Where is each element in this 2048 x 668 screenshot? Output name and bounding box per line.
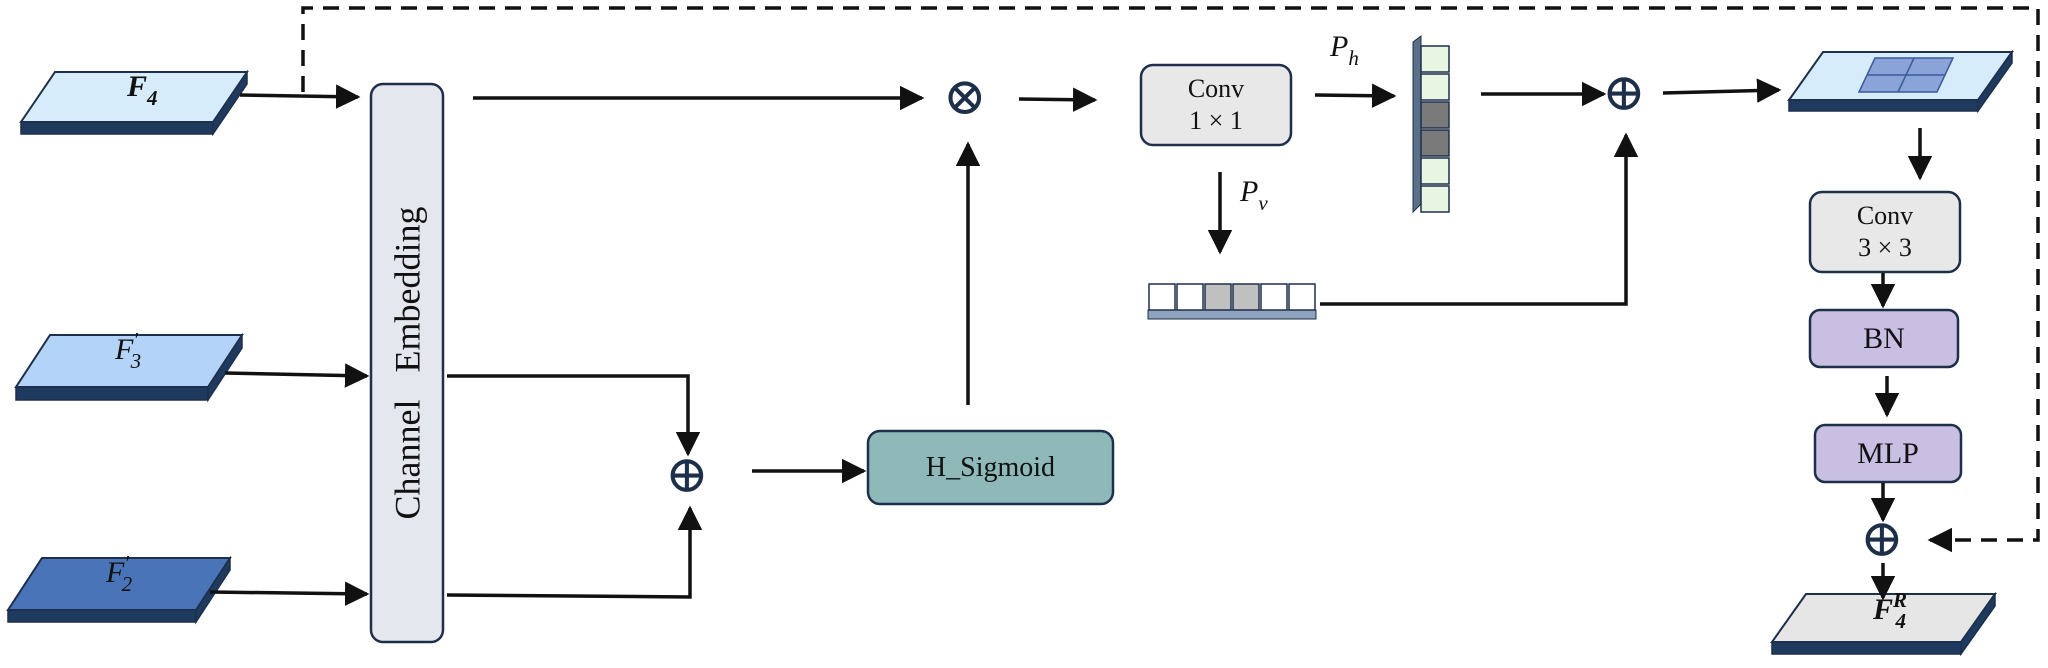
channel-embedding-box: [369, 82, 445, 644]
conv1-label: Conv 1 × 1: [1187, 73, 1245, 136]
add-operator-1: ⊕: [665, 447, 709, 504]
label-ph: Ph: [1330, 30, 1359, 71]
add-operator-3: ⊕: [1860, 511, 1904, 568]
ph-cell: [1420, 185, 1450, 213]
plate-f2-side: [7, 609, 197, 623]
arrow-f4-to-ce: [239, 84, 361, 109]
conv3-label: Conv 3 × 3: [1856, 200, 1914, 263]
label-f4: F4: [127, 70, 158, 111]
ph-cell: [1420, 101, 1450, 129]
feature-map-plate: [1787, 49, 2014, 114]
arrow-add2-to-feature: [1662, 78, 1782, 103]
arrow-pv-to-add2: [1320, 132, 1639, 306]
pv-vector: [1147, 283, 1317, 320]
bn-box: [1808, 308, 1960, 369]
dashed-skip-connection: [301, 6, 2040, 553]
plate-f4: [19, 69, 249, 137]
arrow-f3-to-ce: [224, 363, 370, 388]
channel-embedding-label: Channel Embedding: [387, 206, 428, 520]
ph-cell: [1420, 45, 1450, 73]
arrow-mul-to-conv1: [1018, 87, 1098, 112]
multiply-operator: ⊗: [943, 69, 987, 126]
bn-label: BN: [1863, 321, 1905, 355]
pv-cell: [1288, 283, 1316, 311]
plate-f3: [14, 332, 244, 403]
plate-f2: [6, 555, 232, 625]
arrow-ce-to-add1-bottom: [446, 505, 703, 599]
ph-cell: [1420, 129, 1450, 157]
pv-cell: [1148, 283, 1176, 311]
ph-vector: [1412, 35, 1450, 214]
arrow-ce-to-add1-top: [447, 374, 701, 457]
arrow-f2-to-ce: [209, 581, 370, 606]
connections: [209, 6, 2040, 606]
ph-cell: [1420, 157, 1450, 185]
ph-cell: [1420, 73, 1450, 101]
label-pv: Pv: [1240, 175, 1268, 216]
plate-f3-side: [15, 386, 209, 401]
mlp-label: MLP: [1857, 436, 1919, 470]
plate-f4-depth: [212, 69, 248, 137]
plate-f2-depth: [195, 555, 231, 625]
pv-cell: [1176, 283, 1204, 311]
plate-f3-depth: [207, 332, 243, 403]
label-output: FR4: [1873, 588, 1908, 634]
h-sigmoid-box: [866, 429, 1115, 506]
add-operator-2: ⊕: [1602, 65, 1646, 122]
conv1-box: [1139, 63, 1293, 147]
h-sigmoid-label: H_Sigmoid: [925, 451, 1056, 483]
mlp-box: [1813, 423, 1963, 484]
conv3-box: [1808, 190, 1962, 274]
plate-f4-side: [20, 121, 214, 135]
label-f2: F′2: [106, 551, 133, 597]
label-f3: F′3: [115, 328, 142, 374]
pv-cell: [1204, 283, 1232, 311]
arrow-conv1-to-ph: [1314, 83, 1397, 108]
pv-cell: [1232, 283, 1260, 311]
pv-cell: [1260, 283, 1288, 311]
plate-output: [1770, 591, 1997, 657]
